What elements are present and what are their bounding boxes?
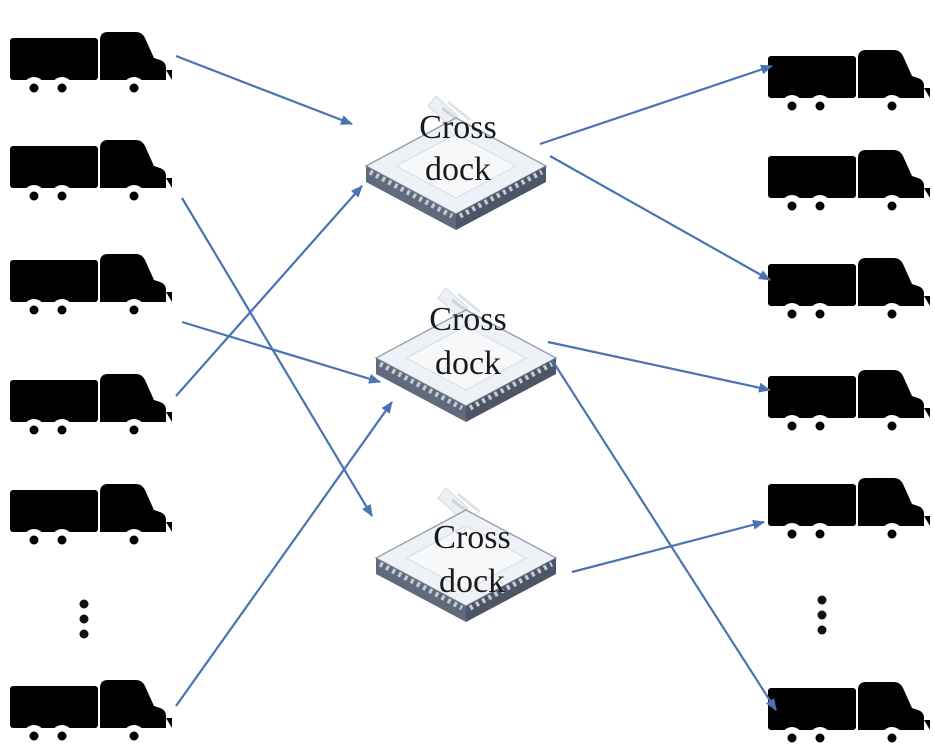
flow-arrow-dock1-out3 [549, 155, 771, 281]
cross-dock-3-label-line2: dock [439, 563, 505, 600]
inbound-truck-3 [10, 234, 172, 321]
flow-arrow-dock2-out6 [551, 359, 777, 711]
flow-arrow-in3-dock2 [181, 320, 381, 384]
outbound-truck-3 [768, 238, 930, 325]
flow-arrow-in2-dock3 [181, 197, 373, 517]
inbound-truck-1 [10, 12, 172, 99]
cross-dock-1-label-line1: Cross [419, 109, 496, 146]
outbound-truck-1 [768, 30, 930, 117]
flow-arrow-dock1-out1 [539, 64, 773, 146]
outbound-truck-6 [768, 662, 930, 749]
flow-arrow-in1-dock1 [175, 54, 353, 126]
outbound-truck-2 [768, 130, 930, 217]
flow-arrow-in4-dock1 [175, 185, 363, 397]
flow-arrow-in6-dock2 [175, 401, 393, 707]
outbound-truck-5 [768, 458, 930, 545]
cross-dock-2-label-line2: dock [435, 345, 501, 382]
outbound-truck-4 [768, 350, 930, 437]
flow-arrow-dock3-out5 [571, 519, 765, 574]
inbound-truck-2 [10, 120, 172, 207]
flow-arrow-dock2-out4 [547, 340, 771, 393]
cross-dock-3-label-line1: Cross [433, 519, 510, 556]
inbound-truck-4 [10, 354, 172, 441]
cross-dock-1-label-line2: dock [425, 151, 491, 188]
cross-dock-2-label-line1: Cross [429, 301, 506, 338]
inbound-more-ellipsis [79, 599, 89, 639]
inbound-truck-5 [10, 464, 172, 551]
inbound-truck-6 [10, 660, 172, 747]
outbound-more-ellipsis [817, 595, 827, 635]
